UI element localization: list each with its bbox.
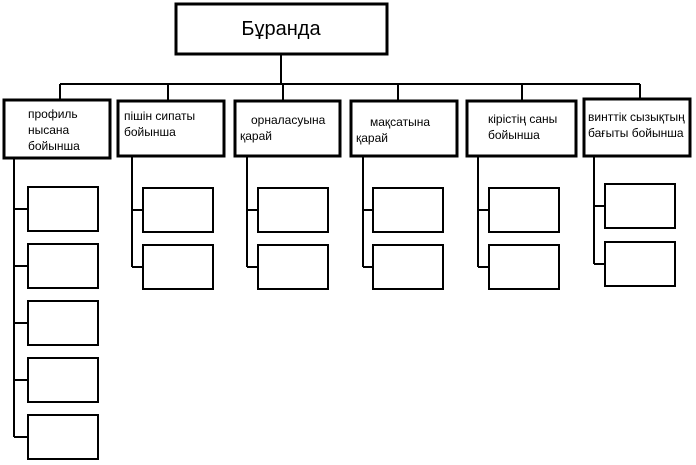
- empty-subtype-box: [488, 244, 560, 290]
- category-placement: орналасуына қарай: [233, 99, 342, 290]
- category-label-line: бойынша: [124, 125, 176, 139]
- category-label-line: пішін сипаты: [124, 109, 195, 123]
- category-label-line: винттік сызықтың: [588, 110, 685, 124]
- category-box: [582, 97, 692, 158]
- empty-subtype-box: [27, 414, 99, 460]
- category-thread-starts: кірістің саны бойынша: [465, 99, 578, 290]
- category-label: пішін сипаты бойынша: [124, 109, 199, 139]
- category-label-line: нысана: [28, 123, 70, 137]
- empty-subtype-box: [27, 300, 99, 346]
- category-label-line: бойынша: [488, 128, 540, 142]
- category-box: [233, 99, 342, 158]
- category-label-line: бойынша: [28, 139, 80, 153]
- category-label: орналасуына қарай: [240, 113, 329, 143]
- category-label-line: бағыты бойынша: [588, 126, 684, 140]
- category-label-line: мақсатына: [370, 115, 430, 129]
- category-label: профиль нысана бойынша: [28, 107, 81, 153]
- category-label: мақсатына қарай: [356, 115, 433, 145]
- empty-subtype-box: [257, 244, 329, 290]
- empty-subtype-box: [142, 244, 214, 290]
- category-profile-shape: профиль нысана бойынша: [2, 98, 112, 460]
- category-label: винттік сызықтың бағыты бойынша: [588, 110, 688, 140]
- category-box: [465, 99, 578, 158]
- empty-subtype-box: [604, 241, 676, 287]
- root-box: [174, 2, 389, 56]
- empty-subtype-box: [142, 187, 214, 233]
- empty-subtype-box: [604, 183, 676, 229]
- category-label-line: профиль: [28, 107, 78, 121]
- category-label-line: қарай: [356, 131, 388, 145]
- category-box: [349, 99, 459, 158]
- category-label: кірістің саны бойынша: [488, 112, 561, 142]
- category-box: [2, 98, 112, 160]
- empty-subtype-box: [488, 187, 560, 233]
- empty-subtype-box: [372, 187, 444, 233]
- empty-subtype-box: [27, 357, 99, 403]
- empty-subtype-box: [27, 186, 99, 232]
- empty-subtype-box: [372, 244, 444, 290]
- empty-subtype-box: [27, 243, 99, 289]
- category-shape-character: пішін сипаты бойынша: [116, 99, 226, 290]
- category-box: [116, 99, 226, 158]
- category-helix-direction: винттік сызықтың бағыты бойынша: [582, 97, 692, 287]
- category-purpose: мақсатына қарай: [349, 99, 459, 290]
- empty-subtype-box: [257, 187, 329, 233]
- category-label-line: қарай: [240, 129, 272, 143]
- category-label-line: кірістің саны: [488, 112, 557, 126]
- category-label-line: орналасуына: [251, 113, 326, 127]
- root-title: Бұранда: [241, 18, 321, 40]
